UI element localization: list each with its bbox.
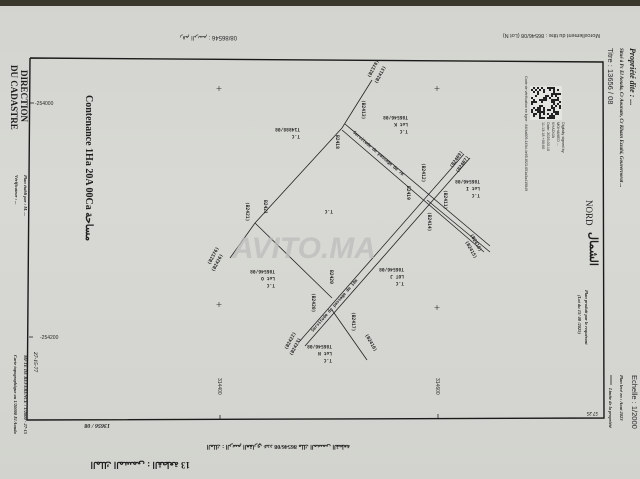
photo-background-edge [0,0,640,6]
signer-name-2: KHADIJA [551,122,555,139]
grid-crosses [216,86,440,310]
morcellement-text: Morcellement du titre : 86546/08 (Lot N) [503,32,600,38]
date-code-text: 27-15-77 [32,351,38,372]
boundary-marker-label: B2420 [328,270,334,284]
lot-label-j: T86546/08 [379,266,404,272]
footer-line-2: الملك المسمى : القطعة 13 [90,460,190,470]
contenance-text: Contenance 1Ha 20A 00Ca مساحة [83,95,94,241]
avito-watermark: AVITO.MA [231,232,376,265]
footer-line-1: الملك : الرسم العقاري عدد 86546/08 ملك ا… [206,443,350,450]
boundary-marker-label: B2419 [405,186,411,200]
qr-code [530,86,562,120]
coord-x-left: 314400 [216,378,222,395]
limite-text: Limite de la propriété [608,387,613,429]
page-code: 57 25 [586,410,598,415]
boundary-marker-label: (B2413) [360,100,366,119]
lot-label-n: Lot N [318,350,332,356]
boundary-marker-label: (B2414) [426,212,432,231]
boundary-marker-label: (B2421) [244,202,250,221]
boundary-marker-label: B2418 [334,135,340,149]
lot-label-k: T86546/08 [383,114,408,120]
signature-date: Date: 2025.03.10 [546,122,550,151]
footer-ref: 13656 / 08 [84,422,110,428]
coord-x-right: 314600 [434,378,440,395]
lot-label-i: T86546/08 [455,178,480,184]
lot-label-o: T86546/08 [250,268,275,274]
lot-label-k: T.C [399,128,408,134]
coord-y-top: -254000 [35,101,54,107]
north-label: NORD [584,200,594,226]
boundary-marker-label: (B2410) [363,333,378,353]
cadastre-text: DU CADASTRE [9,65,19,130]
verification-code: Code de vérification en ligne : 84f4a609… [524,76,528,191]
lot-label-n: T86546/08 [307,343,332,349]
signed-by-text: Digitally signed by [561,122,565,153]
plan-etabli-text: Plan établi par : M. ... [23,175,28,216]
servitude-road-lines [298,123,491,347]
verificateur-text: Vérificateur : ... [14,175,19,205]
neighbor-parcel-label: T14888/08 [275,126,300,132]
plan-produit-date: (Lot du 15/ 08 /2025) [577,295,582,335]
signer-name: MOHAMED ... [556,122,560,146]
plan-frame [26,57,605,421]
titre-text: Titre : 13656 / 08 [606,48,615,104]
servitude-7m-label: Servitude de passage de 7m [352,130,405,177]
reference-text: MFTE DE REFERENCE : 1/2000 - 27-15 [23,354,28,435]
lot-label-i: T.C [471,192,480,198]
parcel-center-label: T.C [324,208,333,214]
plan-leve-text: Plan levé en : Aout 2023 [619,375,624,421]
lot-label-j: LOT J [390,273,404,279]
plan-produit-text: Plan produit par le requérant [584,290,589,345]
coord-y-bottom: -254200 [40,335,59,341]
lot-label-o: T.C [266,282,275,288]
situe-text: Situé à Pc El Aouda, Cr Aounate, Cr Khaz… [618,48,623,187]
echelle-text: Echelle : 1/2000 [630,375,639,429]
boundary-marker-label: (B2420) [310,293,316,312]
title-number: 08/86546 : رقم الرسم [180,34,237,41]
boundary-marker-label: (B2411) [442,190,448,209]
signature-time: 11:13:18 +00:00 [541,122,545,149]
carte-text: Carte topographique au 1/20000 El Aouda [13,355,18,434]
boundary-marker-label: B2421 [262,200,268,214]
lot-label-n: T.C [323,357,332,363]
neighbor-parcel-label: T.C [291,133,300,139]
parcel-boundaries [229,79,491,361]
direction-text: DIRECTION [19,70,29,123]
lot-label-o: Lot O [261,275,275,281]
north-label-arabic: الشمال [587,232,599,266]
boundary-marker-label: (B2412) [420,163,426,182]
lot-label-k: Lot K [394,121,408,127]
boundary-marker-label: (B2417) [350,312,356,331]
lot-label-i: Lot I [466,185,480,191]
lot-label-j: T.C [395,280,404,286]
propriete-text: Propriété dite : ... [628,48,637,105]
